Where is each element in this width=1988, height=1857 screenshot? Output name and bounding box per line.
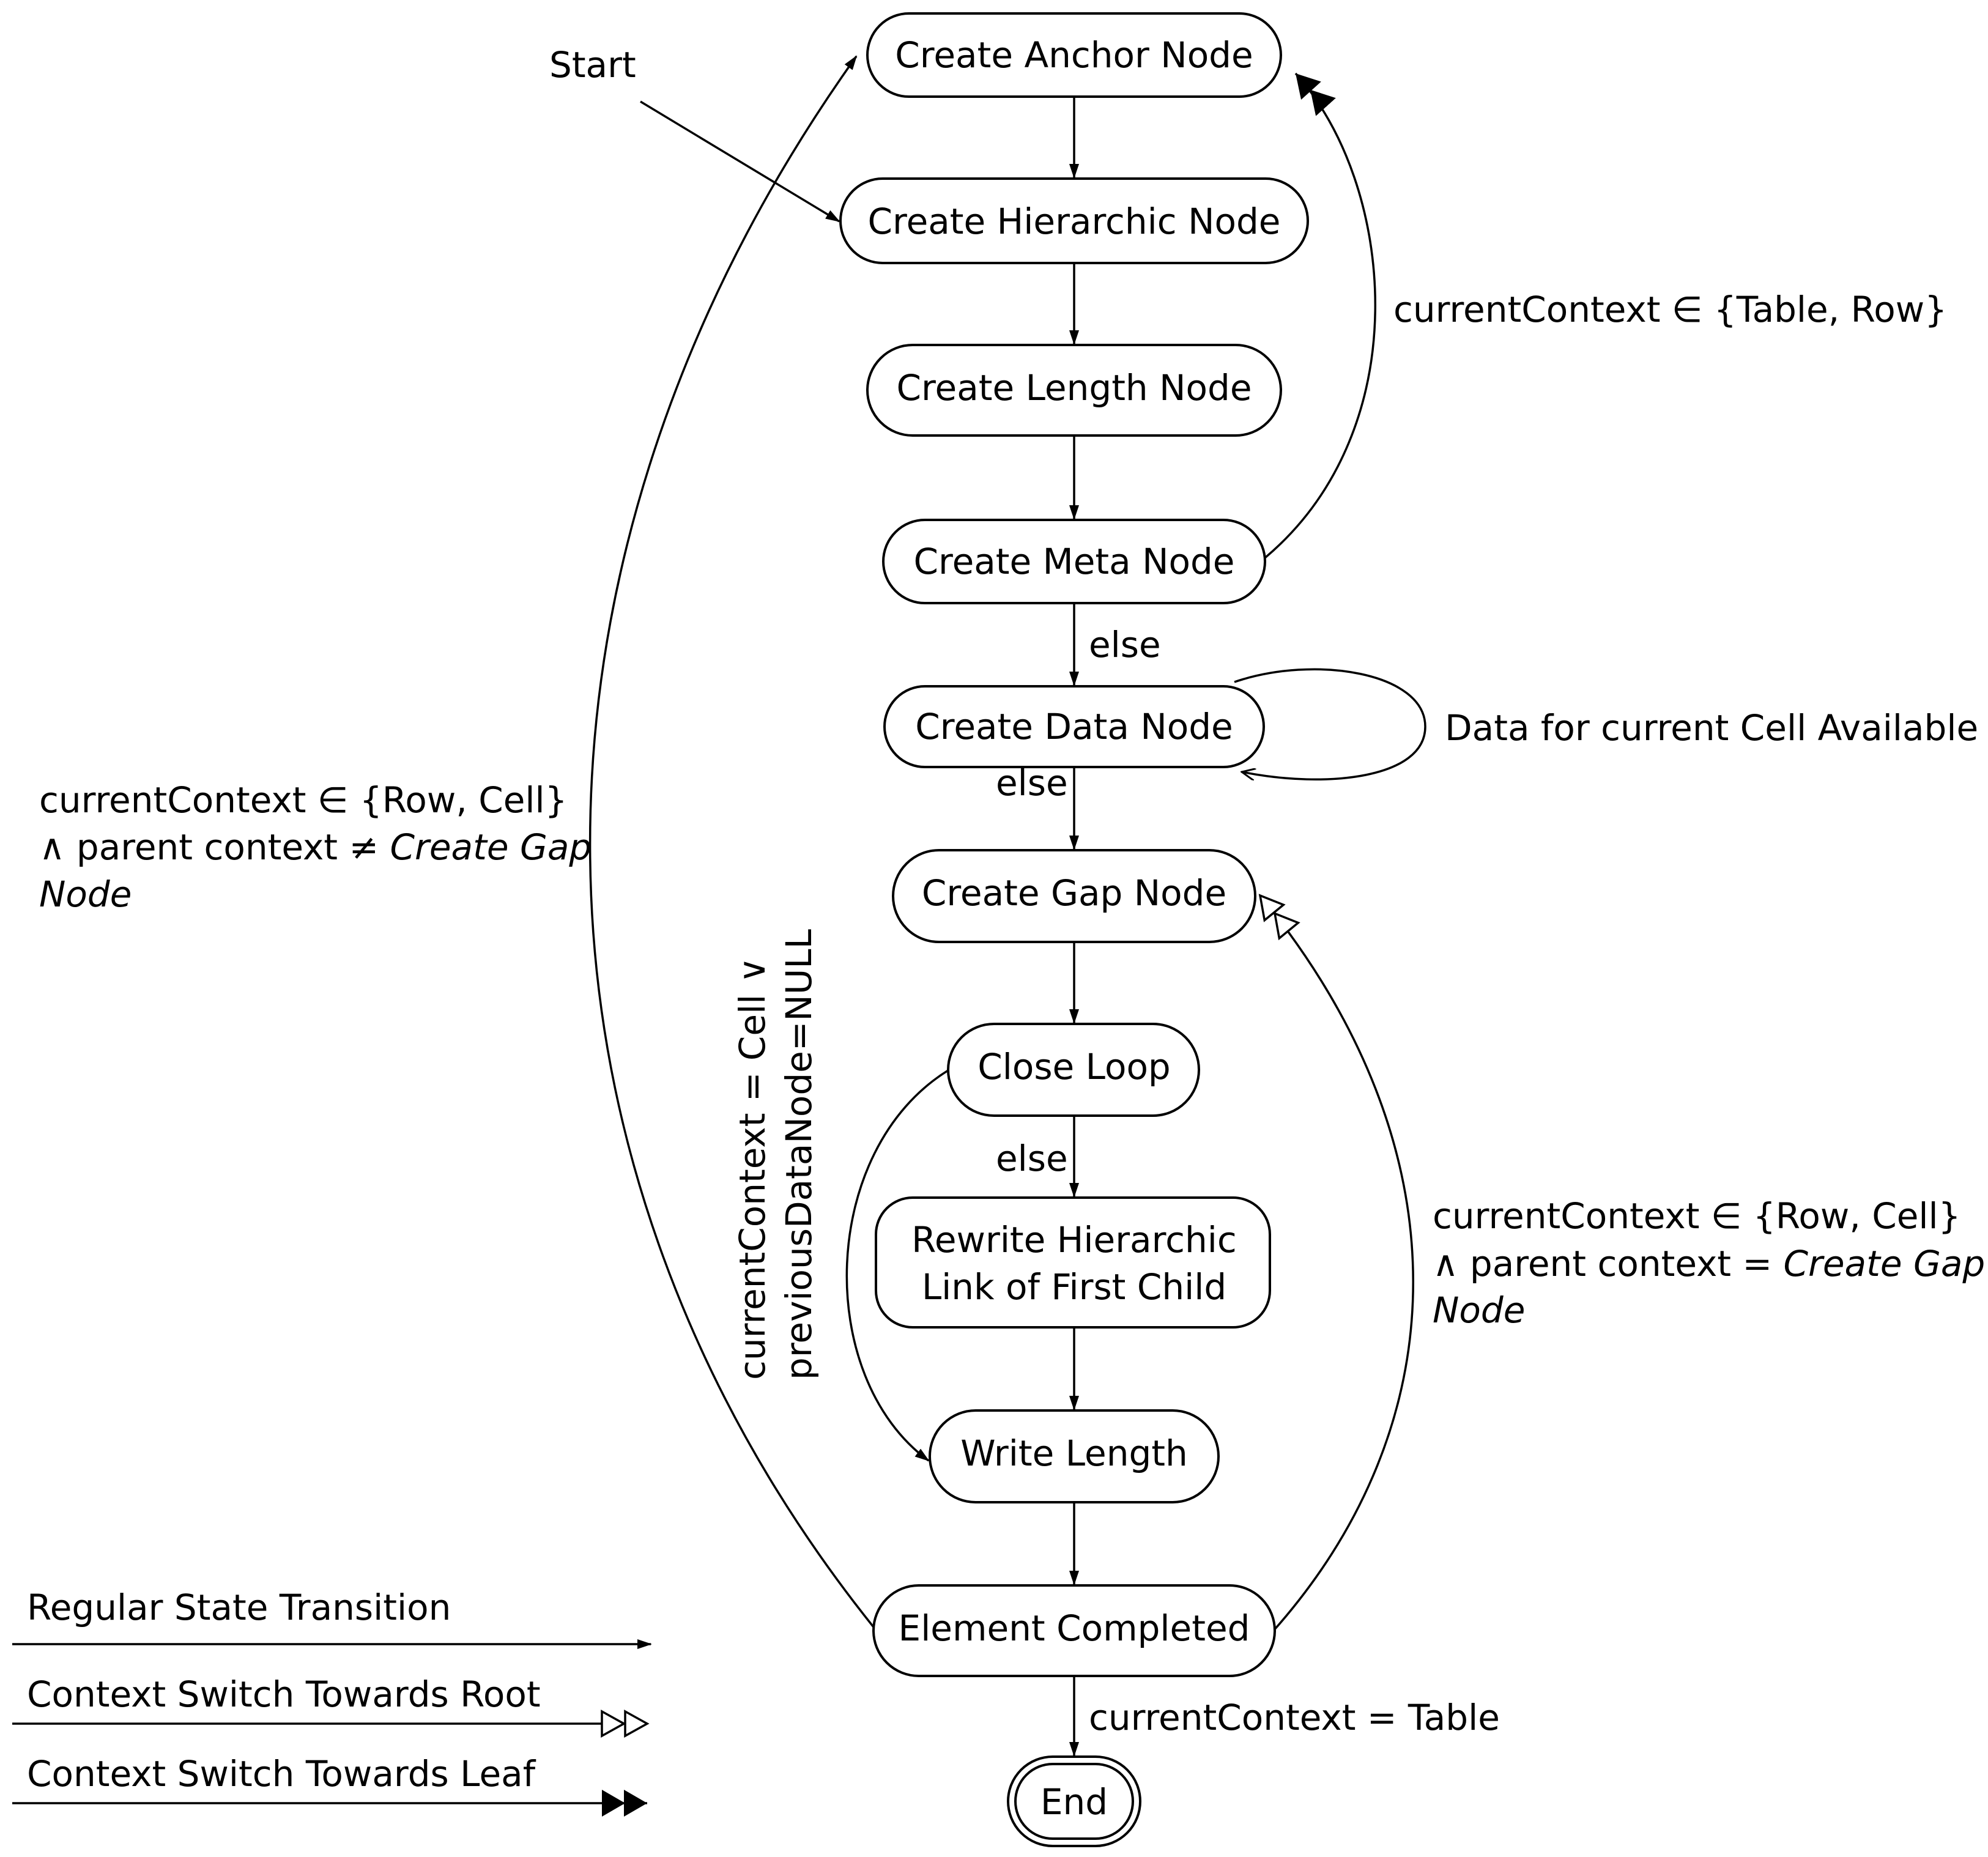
label-data-self-loop: Data for current Cell Available: [1445, 707, 1978, 749]
transitions: [588, 55, 1426, 1757]
label-line2: ∧ parent context = Create Gap: [1433, 1243, 1985, 1284]
label-line1: currentContext = Cell ∨: [732, 957, 773, 1380]
states: Create Anchor Node Create Hierarchic Nod…: [839, 12, 1309, 1847]
label-line1: currentContext ∈ {Row, Cell}: [39, 779, 568, 821]
legend-label: Regular State Transition: [27, 1587, 451, 1628]
edge-element-to-gap: [1258, 894, 1414, 1632]
state-create-length-node[interactable]: Create Length Node: [866, 344, 1282, 437]
label-close-to-write: currentContext = Cell ∨ previousDataNode…: [732, 929, 820, 1380]
label-line3: Node: [39, 873, 132, 915]
label-element-to-gap: currentContext ∈ {Row, Cell} ∧ parent co…: [1433, 1195, 1985, 1331]
edge-close-to-write: [845, 1069, 949, 1462]
state-label-line1: Rewrite Hierarchic: [911, 1219, 1237, 1261]
label-meta-to-anchor: currentContext ∈ {Table, Row}: [1393, 289, 1947, 330]
state-label: Create Length Node: [896, 367, 1252, 409]
state-create-gap-node[interactable]: Create Gap Node: [892, 849, 1256, 943]
state-label: End: [1040, 1781, 1108, 1823]
label-close-to-rewrite: else: [996, 1138, 1068, 1179]
state-label-line2: Link of First Child: [922, 1266, 1226, 1308]
state-element-completed[interactable]: Element Completed: [872, 1584, 1276, 1677]
label-meta-to-data: else: [1089, 624, 1161, 665]
state-write-length[interactable]: Write Length: [929, 1409, 1220, 1503]
edge-data-self-loop: [1234, 668, 1426, 779]
state-label: Create Meta Node: [914, 541, 1235, 582]
label-element-to-end: currentContext = Table: [1089, 1697, 1500, 1738]
state-create-meta-node[interactable]: Create Meta Node: [882, 519, 1266, 604]
legend-label: Context Switch Towards Root: [27, 1674, 541, 1715]
state-label: Element Completed: [899, 1607, 1250, 1649]
edge-element-to-anchor: [588, 55, 875, 1628]
label-line1: currentContext ∈ {Row, Cell}: [1433, 1195, 1961, 1237]
state-label: Create Hierarchic Node: [868, 201, 1281, 242]
state-rewrite-hierarchic-link[interactable]: Rewrite Hierarchic Link of First Child: [875, 1196, 1271, 1329]
label-line3: Node: [1433, 1289, 1525, 1331]
state-close-loop[interactable]: Close Loop: [947, 1023, 1200, 1117]
legend-context-switch-leaf: Context Switch Towards Leaf: [12, 1753, 647, 1817]
edge-meta-to-anchor: [1264, 72, 1376, 559]
state-label: Create Gap Node: [922, 872, 1226, 914]
legend: Regular State Transition Context Switch …: [12, 1587, 652, 1817]
label-line2: ∧ parent context ≠ Create Gap: [39, 826, 592, 868]
transition-labels: Start else else else currentContext ∈ {T…: [39, 44, 1985, 1738]
state-end[interactable]: End: [1007, 1755, 1141, 1847]
label-line2: previousDataNode=NULL: [778, 929, 820, 1380]
state-create-hierarchic-node[interactable]: Create Hierarchic Node: [839, 177, 1309, 264]
legend-context-switch-root: Context Switch Towards Root: [12, 1674, 650, 1738]
state-label: Write Length: [960, 1433, 1188, 1474]
legend-regular-transition: Regular State Transition: [12, 1587, 652, 1649]
start-label: Start: [549, 44, 636, 86]
state-label: Create Data Node: [915, 706, 1233, 747]
state-label: Close Loop: [977, 1046, 1171, 1088]
state-create-anchor-node[interactable]: Create Anchor Node: [866, 12, 1282, 98]
state-label: Create Anchor Node: [895, 34, 1253, 76]
legend-label: Context Switch Towards Leaf: [27, 1753, 536, 1795]
state-create-data-node[interactable]: Create Data Node: [883, 685, 1265, 768]
label-element-to-anchor: currentContext ∈ {Row, Cell} ∧ parent co…: [39, 779, 592, 915]
edge-start-to-hierarchic: [640, 100, 840, 223]
label-data-to-gap: else: [996, 762, 1068, 804]
